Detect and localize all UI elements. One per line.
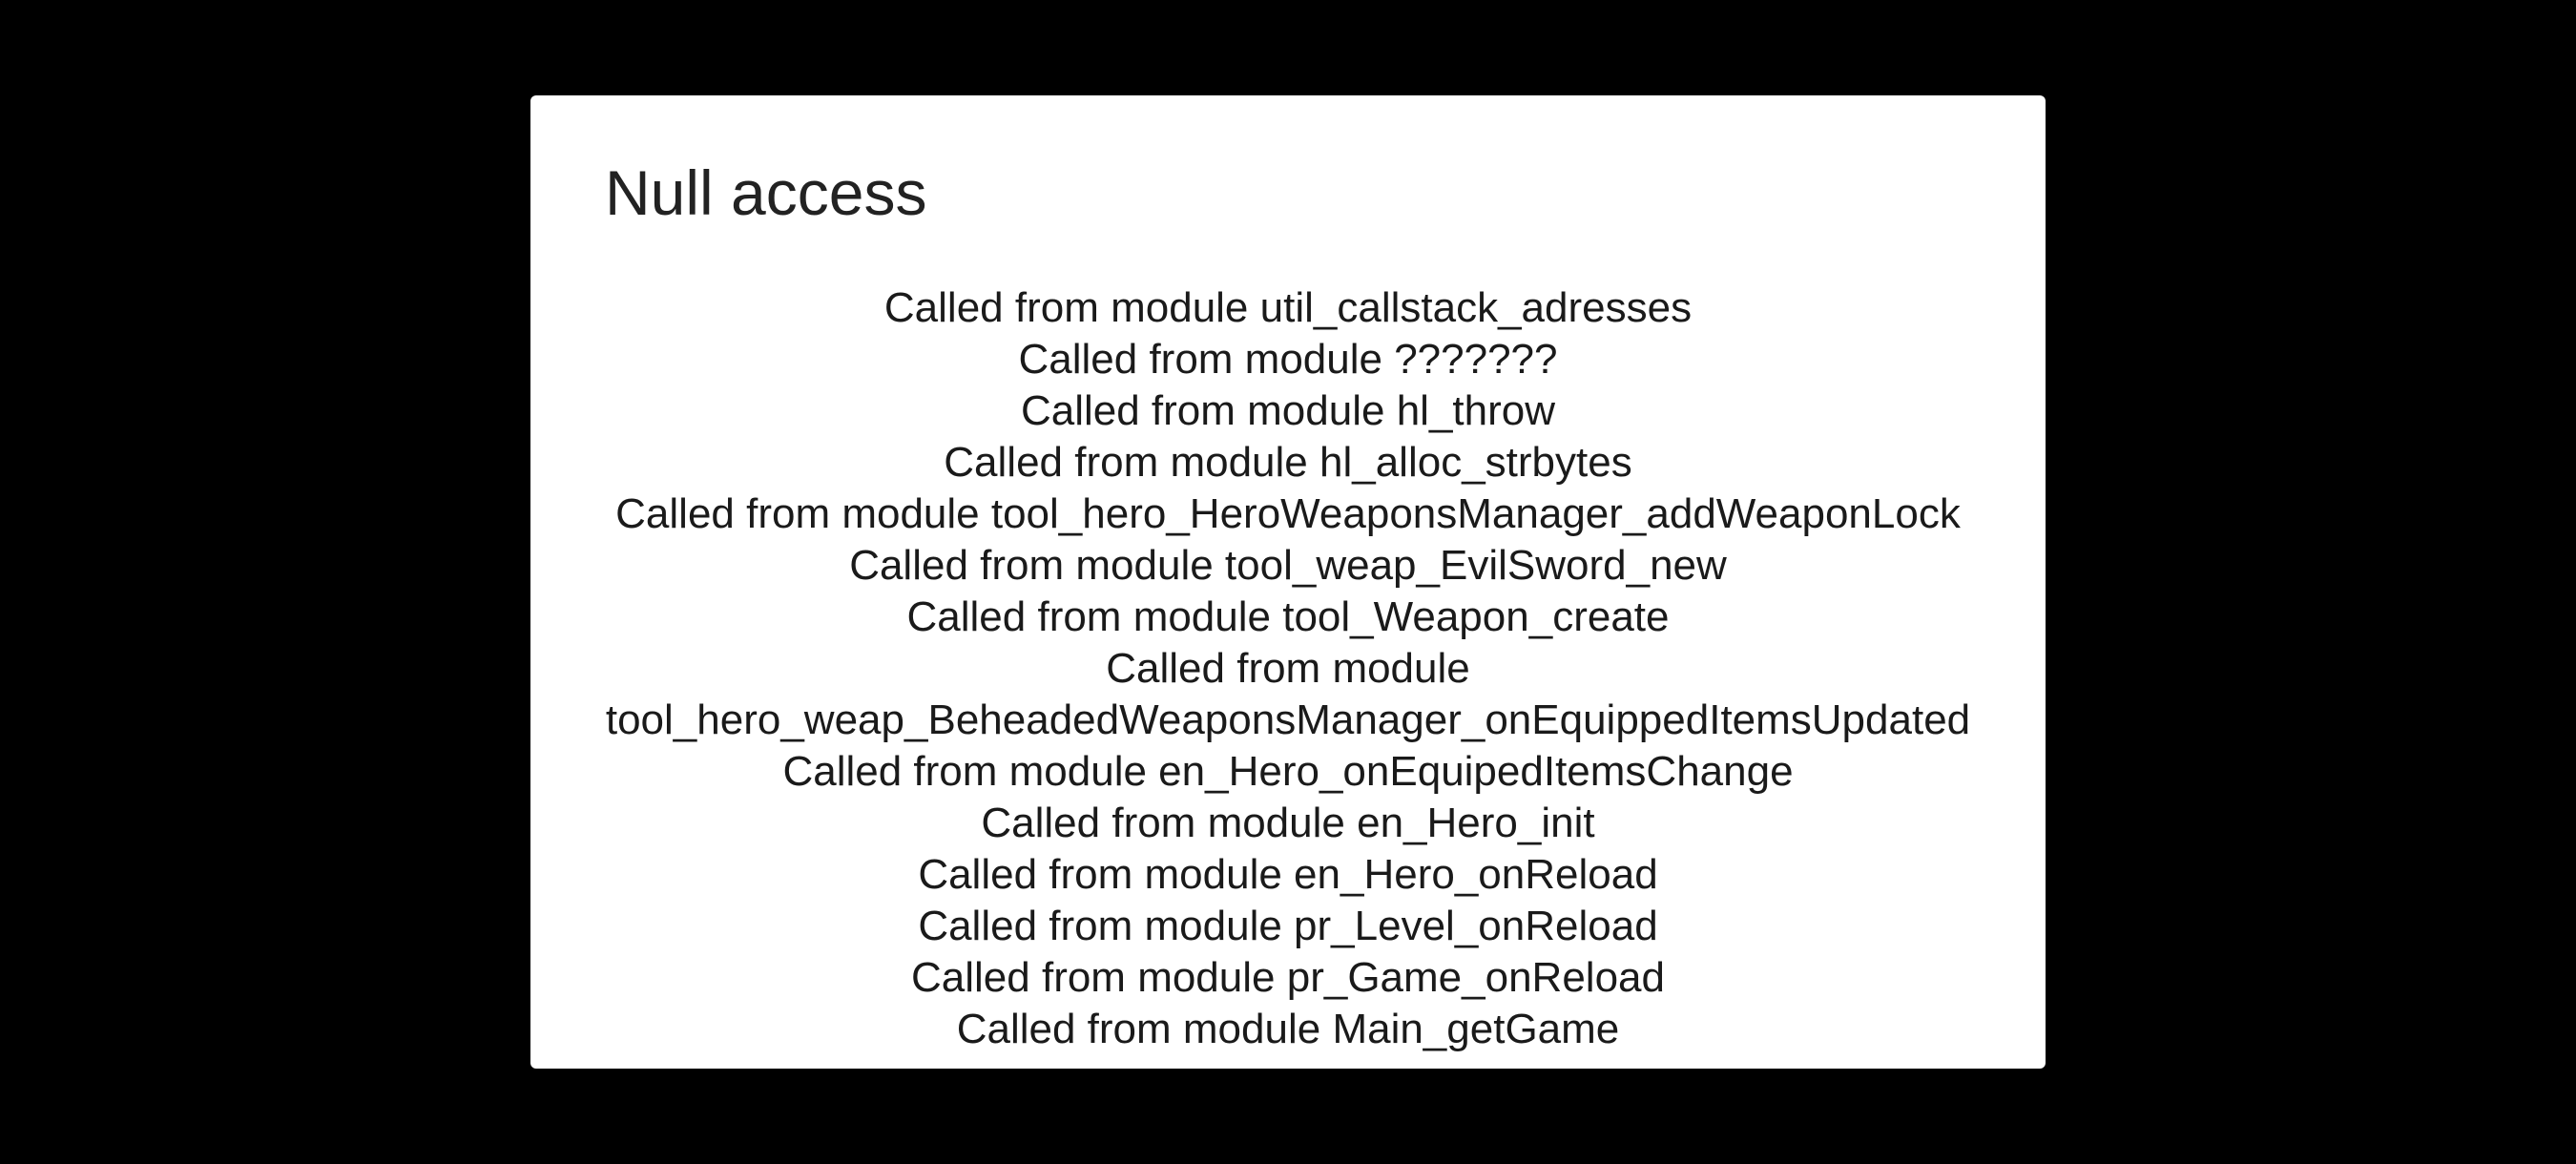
call-stack-line: Called from module en_Hero_init (981, 800, 1595, 846)
call-stack-line: Called from module hl_throw (1020, 387, 1556, 434)
error-dialog: Null access Called from module util_call… (530, 95, 2046, 1069)
call-stack-line: Called from module ??????? (1018, 336, 1558, 383)
call-stack-line: Called from module tool_hero_HeroWeapons… (615, 490, 1961, 537)
call-stack-line: Called from module pr_Level_onReload (918, 903, 1658, 949)
call-stack-line: Called from module Main_getGame (956, 1006, 1620, 1052)
dialog-title: Null access (605, 157, 927, 228)
call-stack-line: Called from module hl_alloc_strbytes (944, 439, 1632, 486)
call-stack-line: Called from module en_Hero_onEquipedItem… (782, 748, 1794, 795)
call-stack-line: Called from module (1106, 645, 1470, 692)
call-stack-list: Called from module util_callstack_adress… (530, 282, 2046, 1069)
call-stack-line: Called from module en_Hero_onReload (918, 851, 1658, 898)
call-stack-line: Called from module pr_Game_onReload (911, 954, 1665, 1001)
call-stack-line: Called from module tool_weap_EvilSword_n… (849, 542, 1727, 589)
call-stack-line: Called from module tool_Weapon_create (906, 593, 1670, 640)
call-stack-line: Called from module util_callstack_adress… (883, 284, 1693, 331)
call-stack-line: tool_hero_weap_BeheadedWeaponsManager_on… (605, 696, 1971, 743)
